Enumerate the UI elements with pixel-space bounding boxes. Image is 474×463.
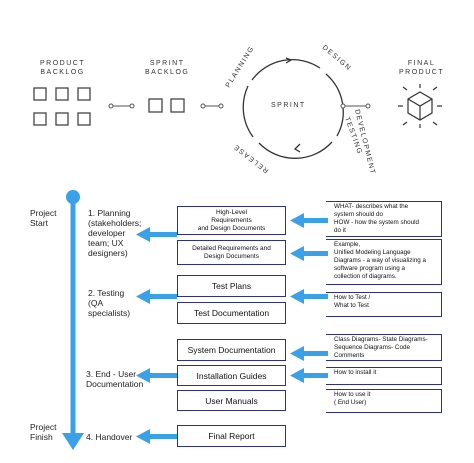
note-line: system should do xyxy=(334,211,384,218)
doc-line: Test Plans xyxy=(211,281,252,291)
project-start-line-1: Project xyxy=(30,208,57,218)
timeline-arrow xyxy=(62,190,84,450)
phase-planning-line: developer xyxy=(88,228,126,238)
final-product-cube-icon xyxy=(398,84,442,128)
doc-line: Requirements xyxy=(211,216,252,224)
final-product-line-2: PRODUCT xyxy=(399,69,445,76)
phase-testing-line: specialists) xyxy=(88,308,131,318)
doc-detailed-requirements: Detailed Requirements and Design Documen… xyxy=(177,240,286,265)
note-line: How to Test / xyxy=(334,294,371,301)
project-finish-line-1: Project xyxy=(30,422,57,432)
final-product-line-1: FINAL xyxy=(407,60,436,67)
note-line: Diagrams - a way of visualizing a xyxy=(334,257,427,264)
note-line: do it xyxy=(334,227,346,234)
cycle-arrowheads xyxy=(285,57,301,153)
phase-end-user-line: 3. End - User xyxy=(86,369,137,379)
note-line: software program using a xyxy=(334,265,406,272)
doc-line: Detailed Requirements and xyxy=(192,244,271,252)
sprint-connector xyxy=(200,103,224,109)
doc-final-report: Final Report xyxy=(177,425,286,447)
doc-user-manuals: User Manuals xyxy=(177,390,286,411)
phase-planning-line: (stakeholders; xyxy=(88,218,142,228)
note-line: Comments xyxy=(334,352,365,359)
phase-planning-line: designers) xyxy=(88,248,128,258)
sprint-backlog-line-1: SPRINT xyxy=(149,60,185,67)
note-arrows xyxy=(290,213,328,383)
doc-line: User Manuals xyxy=(205,395,258,406)
doc-test-plans: Test Plans xyxy=(177,275,286,297)
note-diagrams: Class Diagrams- State Diagrams- Sequence… xyxy=(326,334,442,361)
doc-line: System Documentation xyxy=(187,345,276,355)
release-connector xyxy=(340,103,371,109)
backlog-connector xyxy=(108,103,135,109)
doc-line: Test Documentation xyxy=(193,308,270,318)
phase-testing-line: 2. Testing xyxy=(88,288,125,298)
phase-planning-line: team; UX xyxy=(88,238,124,248)
note-line: What to Test xyxy=(334,302,369,309)
cycle-label-release: RELEASE xyxy=(232,142,270,174)
product-backlog-icon xyxy=(33,87,91,126)
sprint-backlog-label: SPRINT BACKLOG xyxy=(145,59,189,77)
project-finish-label: Project Finish xyxy=(30,422,56,442)
doc-line: Installation Guides xyxy=(196,370,267,381)
doc-installation-guides: Installation Guides xyxy=(177,365,286,386)
sprint-backlog-line-2: BACKLOG xyxy=(145,69,190,76)
note-line: collection of diagrams. xyxy=(334,273,397,280)
note-line: Class Diagrams- State Diagrams- xyxy=(334,336,428,343)
project-finish-line-2: Finish xyxy=(30,432,53,442)
phase-end-user-line: Documentation xyxy=(86,379,144,389)
note-line: Sequence Diagrams- Code xyxy=(334,344,410,351)
note-uml-example: Example, Unified Modeling Language Diagr… xyxy=(326,239,442,285)
note-line: Unified Modeling Language xyxy=(334,249,411,256)
doc-line: Final Report xyxy=(208,431,255,441)
phase-arrows xyxy=(136,227,177,444)
note-line: How to use it xyxy=(334,391,371,398)
sprint-backlog-icon xyxy=(148,98,185,113)
phase-handover-line: 4. Handover xyxy=(86,432,133,442)
note-line: Example, xyxy=(334,241,361,248)
doc-high-level-requirements: High-Level Requirements and Design Docum… xyxy=(177,206,286,235)
phase-testing: 2. Testing (QA specialists) xyxy=(88,288,130,318)
cycle-label-planning: PLANNING xyxy=(225,45,256,89)
note-line: WHAT- describes what the xyxy=(334,203,409,210)
project-start-label: Project Start xyxy=(30,208,56,228)
note-line: HOW - how the system should xyxy=(334,219,420,226)
sprint-center-label: SPRINT xyxy=(271,102,306,109)
doc-line: Design Documents xyxy=(204,252,259,260)
doc-test-documentation: Test Documentation xyxy=(177,302,286,324)
cycle-label-design: DESIGN xyxy=(321,44,353,72)
project-start-line-2: Start xyxy=(30,218,48,228)
doc-line: High-Level xyxy=(215,208,248,216)
phase-handover: 4. Handover xyxy=(86,432,132,442)
final-product-label: FINAL PRODUCT xyxy=(399,59,444,77)
note-line: How to install it xyxy=(334,369,377,376)
product-backlog-line-1: PRODUCT xyxy=(40,60,86,67)
doc-line: and Design Documents xyxy=(197,224,266,232)
note-how-to-use: How to use it ( End User) xyxy=(326,389,442,413)
phase-planning-line: 1. Planning xyxy=(88,208,131,218)
note-what-how: WHAT- describes what the system should d… xyxy=(326,201,442,237)
doc-system-documentation: System Documentation xyxy=(177,339,286,361)
product-backlog-label: PRODUCT BACKLOG xyxy=(40,59,85,77)
phase-testing-line: (QA xyxy=(88,298,104,308)
note-how-to-install: How to install it xyxy=(326,367,442,385)
phase-planning: 1. Planning (stakeholders; developer tea… xyxy=(88,208,141,258)
note-how-what-test: How to Test / What to Test xyxy=(326,292,442,317)
product-backlog-line-2: BACKLOG xyxy=(40,69,85,76)
sprint-cycle xyxy=(242,58,344,159)
phase-end-user-documentation: 3. End - User Documentation xyxy=(86,369,143,389)
note-line: ( End User) xyxy=(334,399,367,406)
